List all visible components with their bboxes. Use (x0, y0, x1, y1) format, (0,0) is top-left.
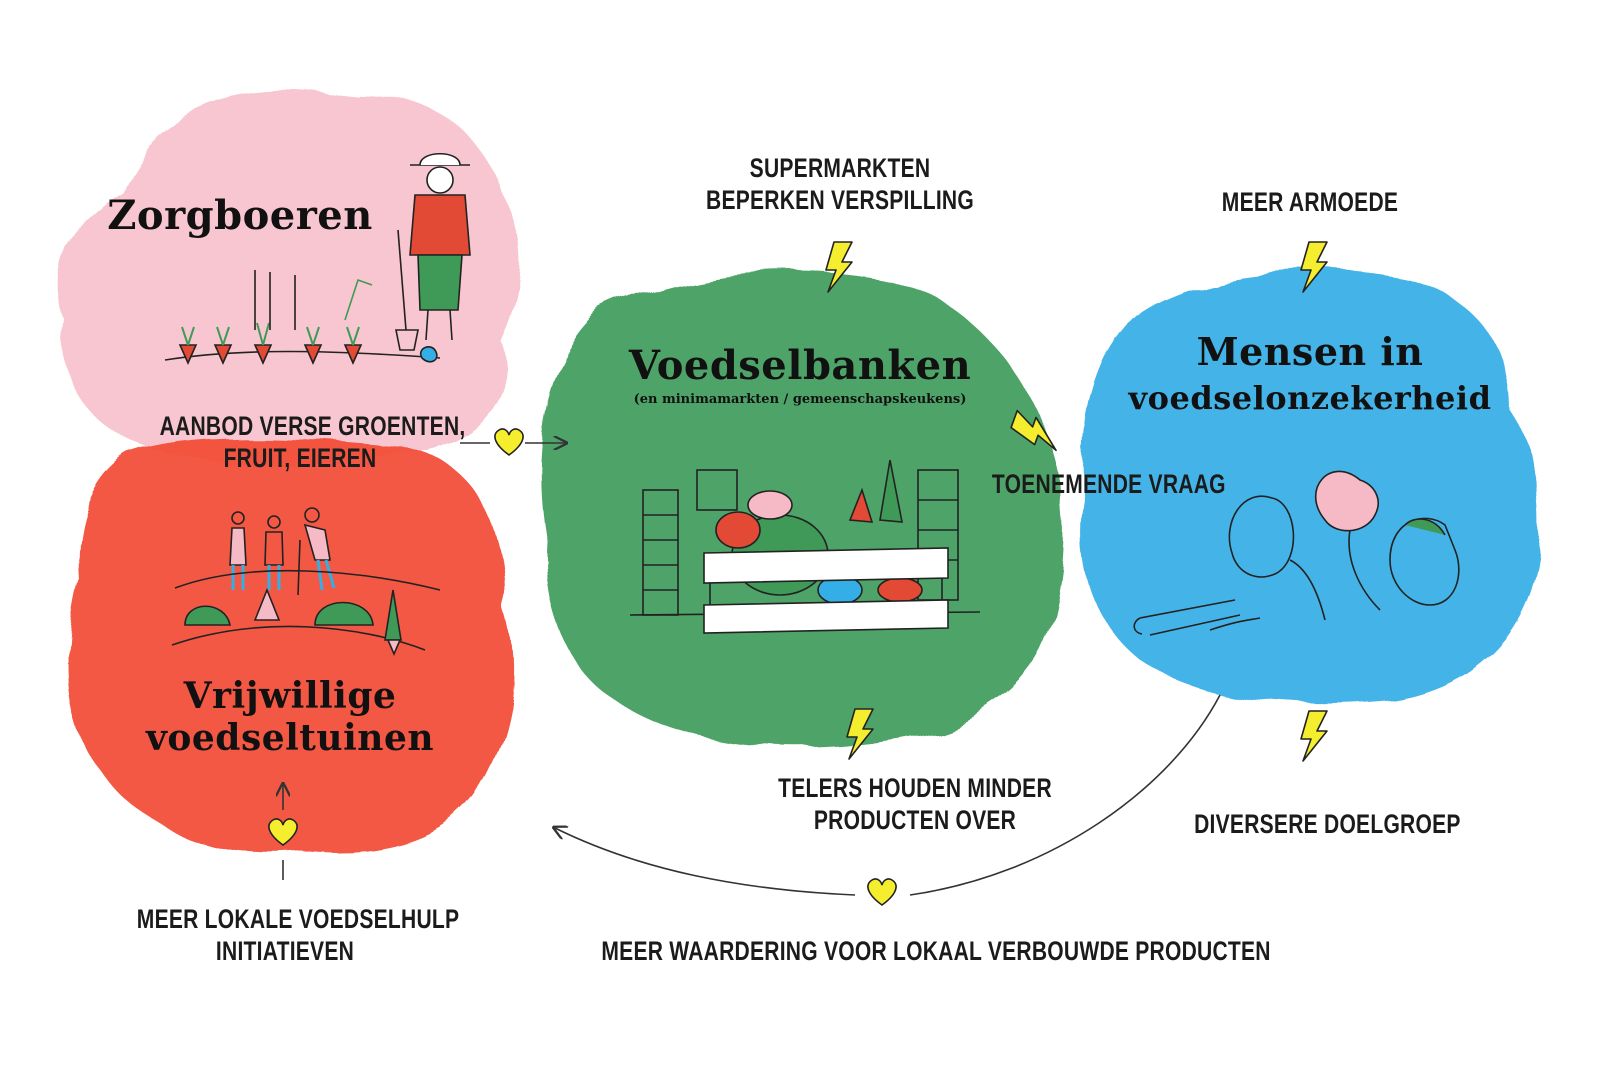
connector-waardering (555, 694, 1221, 896)
lightning-bolt-icon (825, 241, 853, 293)
heart-icon (494, 428, 524, 456)
voedseltuinen-title-line1: Vrijwillige (183, 675, 397, 717)
label-telers: TELERS HOUDEN MINDER PRODUCTEN OVER (771, 772, 1060, 836)
voedseltuinen-title-line2: voedseltuinen (145, 717, 435, 759)
lightning-bolt-icon (846, 708, 874, 760)
label-aanbod-line1: AANBOD VERSE GROENTEN, (159, 411, 466, 441)
label-doelgroep: DIVERSERE DOELGROEP (1194, 809, 1461, 839)
lightning-bolt-icon (1300, 710, 1328, 762)
voedseltuinen-blob (68, 439, 515, 853)
label-lokaal: MEER LOKALE VOEDSELHULP INITIATIEVEN (137, 903, 459, 967)
mensen-title-line2: voedselonzekerheid (1128, 379, 1492, 417)
label-telers-line1: TELERS HOUDEN MINDER (778, 773, 1052, 803)
label-telers-line2: PRODUCTEN OVER (813, 805, 1017, 835)
farmer-illustration (164, 153, 471, 365)
label-lokaal-line1: MEER LOKALE VOEDSELHULP (136, 904, 460, 934)
mensen-title: Mensen in voedselonzekerheid (1125, 330, 1495, 420)
label-armoede: MEER ARMOEDE (1221, 187, 1399, 217)
zorgboeren-title: Zorgboeren (107, 192, 373, 239)
label-supermarkten-line2: BEPERKEN VERSPILLING (706, 185, 974, 215)
heart-icon (268, 818, 298, 846)
lightning-bolt-icon (1010, 409, 1057, 452)
label-aanbod-line2: FRUIT, EIEREN (223, 443, 377, 473)
voedseltuinen-title: Vrijwillige voedseltuinen (120, 675, 460, 759)
heart-icon (867, 878, 897, 906)
label-supermarkten: SUPERMARKTEN BEPERKEN VERSPILLING (692, 152, 988, 216)
vegetable-crate-illustration (629, 459, 981, 634)
garden-illustration (171, 507, 441, 657)
mensen-blob (1082, 270, 1541, 704)
mensen-title-line1: Mensen in (1196, 329, 1424, 374)
label-lokaal-line2: INITIATIEVEN (215, 936, 355, 966)
label-vraag: TOENEMENDE VRAAG (991, 469, 1226, 499)
label-aanbod: AANBOD VERSE GROENTEN, FRUIT, EIEREN (160, 410, 466, 474)
label-supermarkten-line1: SUPERMARKTEN (749, 153, 931, 183)
voedselbanken-subtitle: (en minimamarkten / gemeenschapskeukens) (633, 392, 967, 407)
zorgboeren-blob (58, 91, 519, 466)
lightning-bolt-icon (1300, 241, 1328, 293)
label-waardering: MEER WAARDERING VOOR LOKAAL VERBOUWDE PR… (601, 936, 1271, 966)
voedselbanken-title: Voedselbanken (628, 342, 972, 389)
people-illustration (1133, 470, 1460, 636)
